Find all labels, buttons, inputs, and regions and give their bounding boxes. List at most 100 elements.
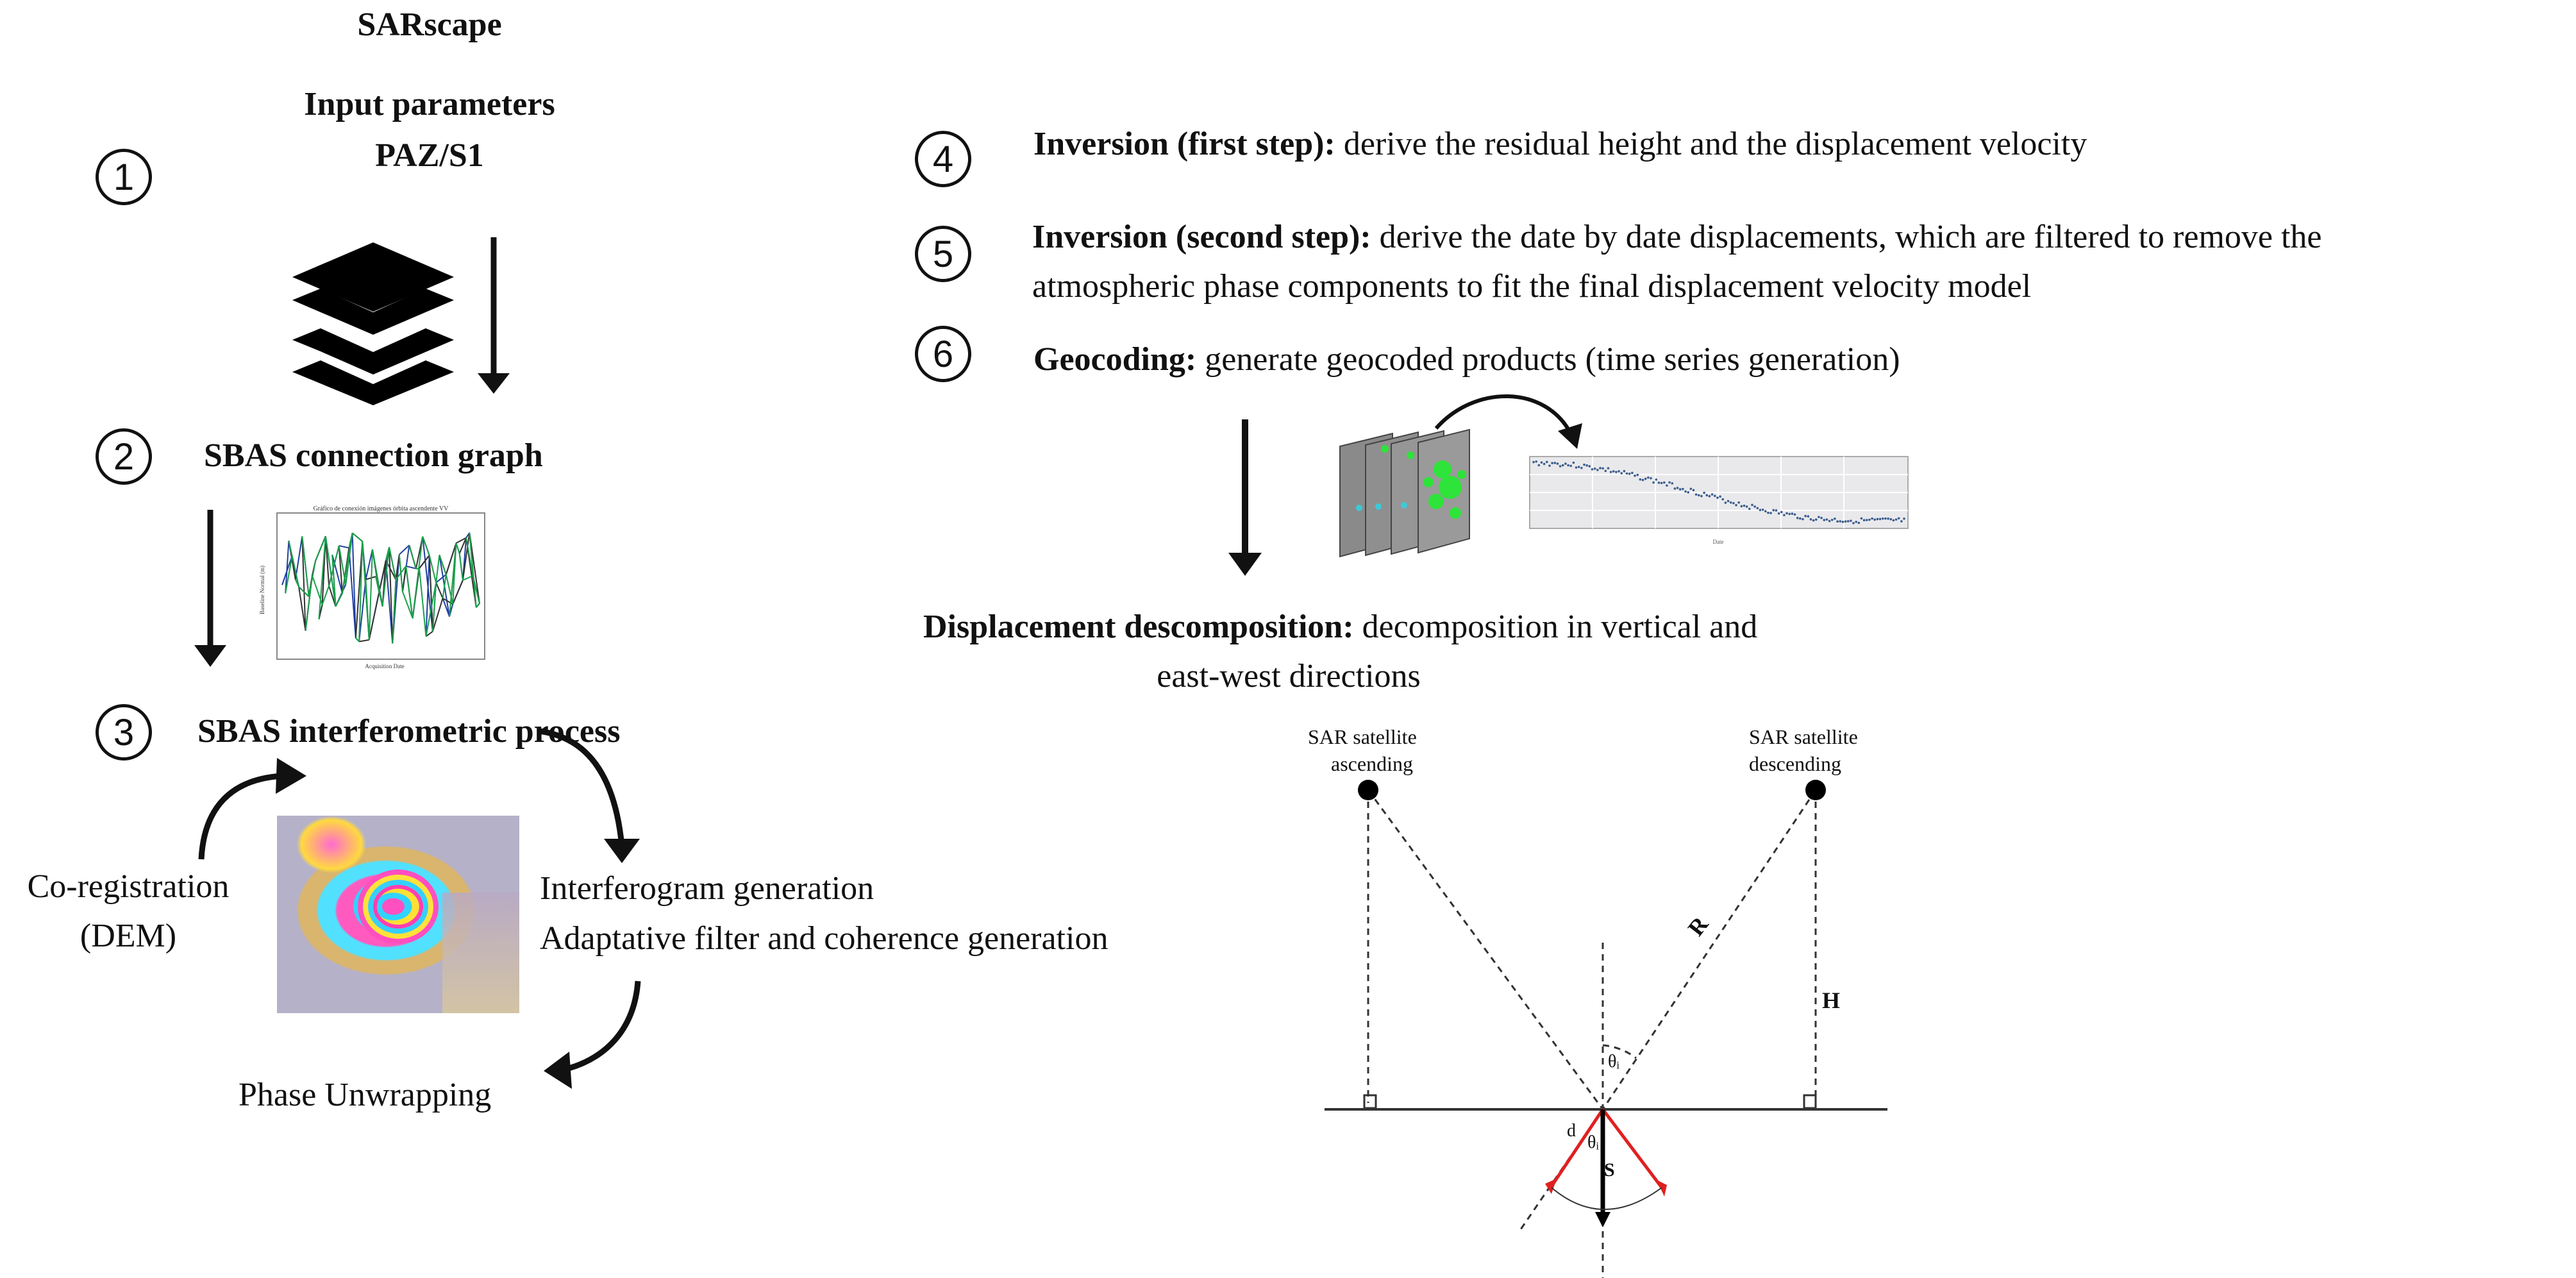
time-series-point (1799, 517, 1802, 520)
time-series-point (1834, 517, 1836, 520)
time-series-point (1713, 494, 1716, 498)
time-series-xlabel: Date (1713, 539, 1724, 545)
time-series-point (1796, 516, 1799, 519)
arrow-to-unwrapping-icon (563, 980, 641, 1073)
graph-ylabel: Baseline Normal (m) (259, 566, 265, 614)
time-series-point (1823, 519, 1826, 521)
label-d: d (1567, 1121, 1576, 1141)
time-series-point (1660, 482, 1663, 485)
time-series-point (1644, 477, 1647, 480)
time-series-point (1641, 478, 1644, 482)
label-R: R (1683, 911, 1714, 941)
time-series-point (1634, 475, 1636, 477)
coregistration-line1: Co-registration (27, 868, 230, 905)
time-series-point (1732, 501, 1735, 505)
time-series-point (1657, 482, 1660, 484)
time-series-point (1903, 517, 1905, 520)
theta-arc (1602, 1044, 1637, 1059)
time-series-point (1636, 473, 1639, 476)
time-series-point (1703, 491, 1705, 494)
time-series-point (1708, 495, 1711, 498)
coregistration-line2: (DEM) (79, 917, 177, 954)
displacement-arc (1551, 1187, 1662, 1210)
arrow-to-timeseries-icon (1434, 394, 1573, 435)
satellite-descending-icon (1805, 780, 1826, 800)
step-4-description: derive the residual height and the displ… (1335, 126, 2087, 162)
step-3-badge: 3 (96, 704, 152, 761)
label-theta: θᵢ (1608, 1052, 1619, 1072)
time-series-point (1647, 476, 1650, 479)
time-series-point (1740, 505, 1743, 508)
sarscape-title: SARscape (357, 6, 502, 43)
time-series-point (1836, 520, 1839, 523)
time-series-point (1839, 520, 1842, 523)
sat-descending-line2: descending (1749, 752, 1841, 775)
time-series-point (1698, 494, 1700, 497)
decomposition-description: decomposition in vertical and (1353, 609, 1758, 645)
time-series-point (1871, 517, 1873, 520)
time-series-point (1599, 467, 1602, 469)
time-series-point (1678, 488, 1682, 491)
time-series-point (1737, 501, 1740, 504)
time-series-point (1609, 471, 1612, 473)
time-series-point (1892, 519, 1895, 522)
time-series-point (1802, 517, 1804, 521)
time-series-point (1593, 467, 1596, 470)
vertical-arrowhead (1595, 1212, 1610, 1227)
phase-unwrapping-label: Phase Unwrapping (238, 1077, 492, 1113)
graph-network-path (285, 532, 480, 644)
time-series-point (1818, 516, 1820, 519)
step-5-description: derive the date by date displacements, w… (1371, 219, 2322, 255)
sbas-interferometric-process-label: SBAS interferometric process (197, 713, 621, 750)
time-series-point (1868, 518, 1871, 521)
time-series-point (1825, 518, 1828, 521)
time-series-point (1596, 469, 1599, 471)
time-series-point (1804, 514, 1807, 517)
time-series-point (1857, 521, 1861, 525)
time-series-point (1809, 518, 1812, 521)
time-series-point (1602, 467, 1604, 470)
satellite-ascending-icon (1358, 780, 1378, 800)
time-series-point (1900, 520, 1903, 523)
label-H: H (1822, 988, 1840, 1013)
time-series-point (1532, 460, 1535, 464)
time-series-point (1692, 489, 1695, 492)
time-series-point (1628, 473, 1631, 475)
time-series-point (1814, 518, 1818, 521)
time-series-point (1820, 516, 1823, 519)
label-S: S (1604, 1159, 1615, 1181)
interferogram-image (277, 816, 519, 1013)
time-series-point (1793, 513, 1796, 516)
time-series-point (1604, 469, 1607, 473)
time-series-point (1559, 465, 1562, 467)
time-series-point (1588, 465, 1591, 467)
time-series-point (1553, 462, 1557, 464)
step-6-badge: 6 (915, 326, 971, 382)
time-series-point (1620, 472, 1623, 475)
time-series-point (1735, 503, 1737, 507)
time-series-point (1719, 495, 1721, 498)
decomposition-description-line2: east-west directions (1157, 657, 1421, 694)
sat-ascending-line1: SAR satellite (1308, 725, 1417, 748)
time-series-point (1881, 517, 1884, 520)
interferogram-generation-label: Interferogram generation (540, 870, 874, 907)
step-3-number: 3 (113, 711, 135, 753)
time-series-point (1543, 462, 1546, 466)
step-2-number: 2 (113, 435, 135, 478)
step-5-text: Inversion (second step): derive the date… (1032, 213, 2322, 312)
right-angle-right (1803, 1094, 1817, 1109)
time-series-point (1761, 509, 1764, 511)
time-series-point (1618, 470, 1620, 473)
geocoded-stack-icon (1339, 428, 1470, 558)
time-series-point (1689, 487, 1693, 491)
red-arrowhead-left (1545, 1179, 1557, 1194)
time-series-point (1852, 522, 1855, 525)
time-series-point (1625, 472, 1628, 475)
time-series-point (1673, 487, 1677, 490)
time-series-point (1780, 510, 1783, 514)
sat-ascending-line2: ascending (1331, 752, 1413, 775)
sbas-connection-graph-label: SBAS connection graph (204, 437, 543, 474)
arrow-down-2-icon (194, 510, 226, 667)
time-series-point (1862, 519, 1866, 522)
time-series-point (1841, 520, 1844, 523)
